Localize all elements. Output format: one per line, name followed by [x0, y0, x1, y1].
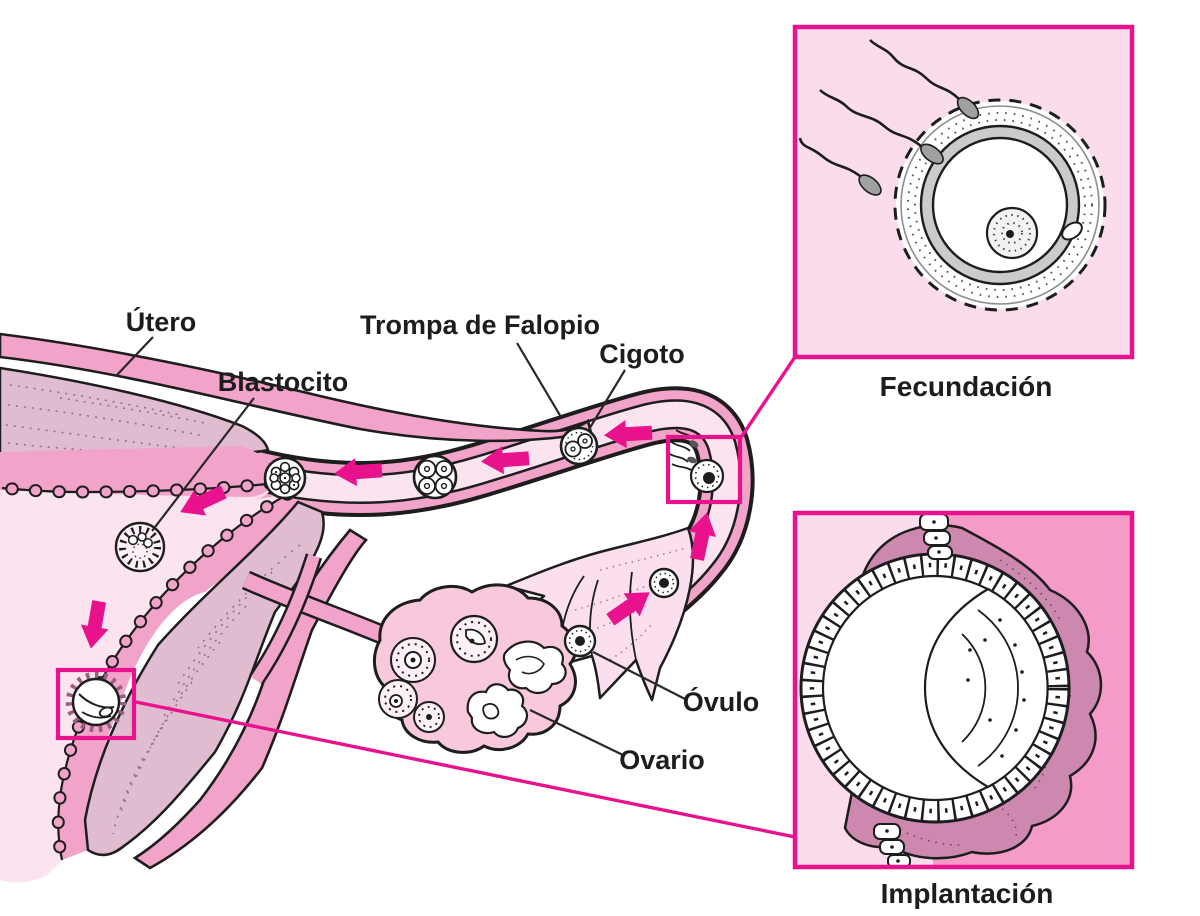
- ovarian-ligaments: [241, 553, 394, 685]
- endometrium-upper-villi-fill: [0, 476, 299, 497]
- highlight-square-fecundacion: [665, 434, 743, 505]
- connector-fecundacion: [738, 356, 797, 440]
- ligament: [242, 573, 393, 645]
- label-ovulo: Óvulo: [683, 686, 760, 717]
- ovary: [373, 583, 578, 754]
- inset-title-implantacion: Implantación: [881, 878, 1054, 909]
- leader-cigoto: [587, 369, 626, 432]
- label-blastocito: Blastocito: [218, 367, 349, 397]
- leader-ovulo: [592, 651, 688, 701]
- inset-fecundacion: Fecundación: [792, 24, 1135, 402]
- leader-utero: [115, 336, 154, 377]
- sperm-cell: [819, 89, 944, 165]
- sperm-cell: [869, 39, 980, 120]
- label-trompa-de-falopio: Trompa de Falopio: [360, 310, 600, 340]
- implanting-blastocyst: [65, 671, 127, 733]
- corpus-luteum: [466, 683, 528, 738]
- blastocyst: [114, 521, 166, 573]
- ovarian-follicle: [378, 679, 418, 719]
- trophoblast-ring: [801, 554, 1069, 822]
- connector-implantacion: [135, 700, 796, 839]
- uterine-cavity: [0, 452, 288, 883]
- corona-radiata: [893, 98, 1107, 312]
- label-ovario: Ovario: [619, 745, 705, 775]
- myometrium-lower-stipple: [112, 544, 301, 835]
- sperm-cell: [798, 137, 882, 196]
- ovum-labeled: [563, 624, 597, 658]
- inset-implantacion: Implantación: [792, 510, 1135, 909]
- callouts: [55, 356, 797, 839]
- label-utero: Útero: [126, 306, 197, 337]
- zygote: [559, 426, 599, 466]
- fimbria-separator: [629, 571, 637, 661]
- ovarian-follicle: [413, 701, 445, 733]
- ligament: [251, 554, 320, 684]
- ovarian-follicle: [390, 637, 436, 683]
- ovum-cell: [893, 98, 1107, 312]
- endometrium-upper: [0, 446, 274, 497]
- four-cell-embryo: [412, 454, 458, 500]
- nucleus: [985, 206, 1039, 260]
- inner-cell-mass: [923, 587, 1049, 789]
- fimbriae-stipple: [559, 547, 686, 661]
- inset-fecundacion-border: [792, 24, 1135, 360]
- ovarian-follicle: [449, 614, 499, 664]
- embryo-stages: [65, 426, 725, 733]
- inset-title-fecundacion: Fecundación: [880, 371, 1053, 402]
- inset-implantacion-border: [792, 510, 1135, 870]
- polar-body: [1061, 221, 1083, 241]
- corpus-albicans: [502, 640, 567, 694]
- morula: [263, 456, 307, 500]
- highlight-square-implantacion: [55, 667, 137, 741]
- leader-trompa: [516, 342, 562, 418]
- label-cigoto: Cigoto: [599, 339, 684, 369]
- endometrium-lower-villi: [51, 487, 295, 867]
- ovum: [648, 567, 680, 599]
- inner-cell-mass-nuclei: [966, 618, 1026, 758]
- leader-ovario: [529, 709, 626, 757]
- uterine-serosa-upper: [0, 332, 593, 443]
- sperm-cells: [798, 39, 980, 196]
- leader-blastocito: [151, 397, 255, 532]
- labels: Útero Trompa de Falopio Cigoto Blastocit…: [115, 306, 760, 775]
- blastocyst-section: [799, 552, 1071, 824]
